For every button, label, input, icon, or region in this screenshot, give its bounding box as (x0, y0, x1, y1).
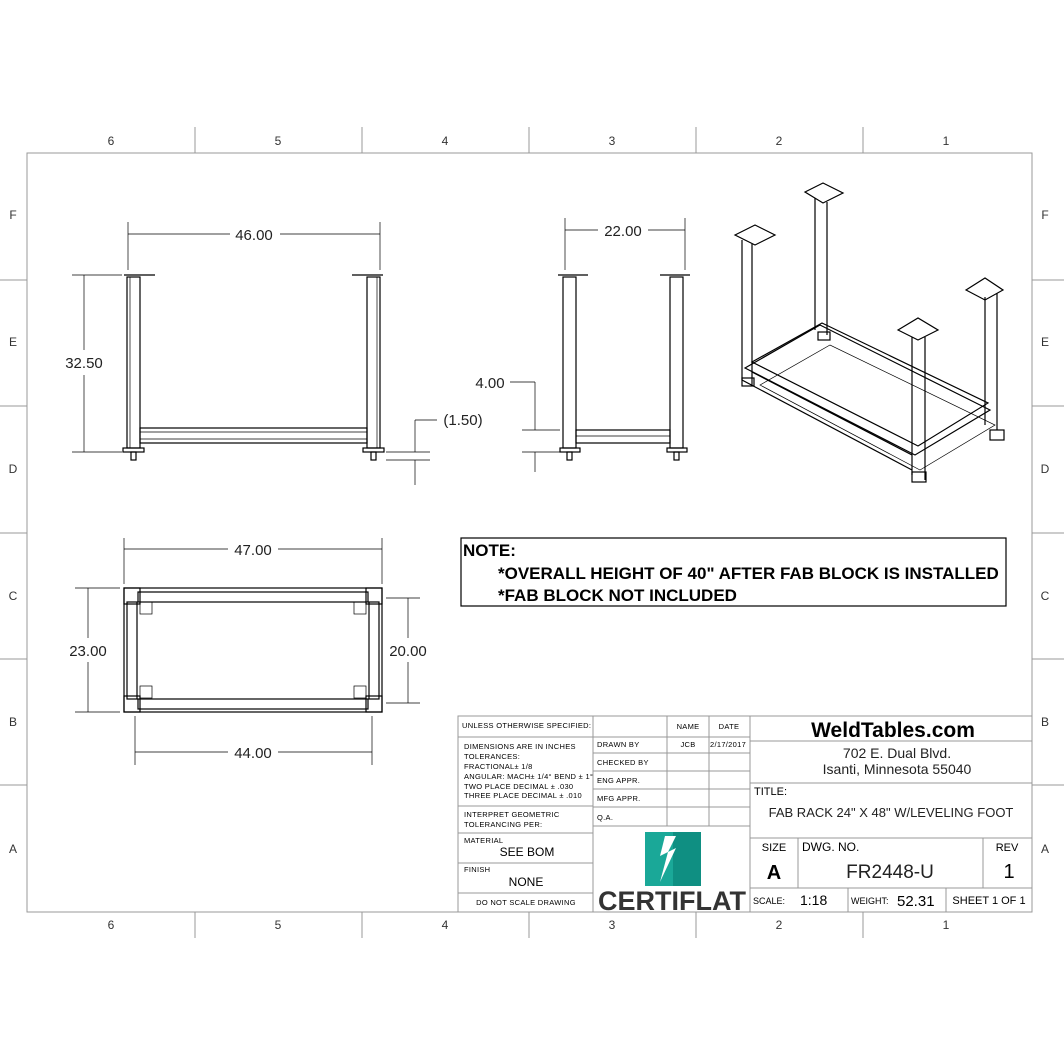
checked-by-label: CHECKED BY (597, 758, 649, 767)
drawn-by-label: DRAWN BY (597, 740, 640, 749)
eng-appr-label: ENG APPR. (597, 776, 640, 785)
column-label: 1 (943, 918, 950, 932)
column-label: 5 (275, 918, 282, 932)
unless-specified: UNLESS OTHERWISE SPECIFIED: (462, 721, 591, 730)
dimension-47: 47.00 (234, 542, 272, 559)
dimension-46: 46.00 (235, 227, 273, 244)
note-heading: NOTE: (463, 541, 516, 560)
sheet-number: SHEET 1 OF 1 (952, 895, 1025, 907)
row-label: C (1041, 589, 1050, 603)
isometric-view (733, 182, 1005, 483)
top-view: 47.00 44.00 23.00 20.00 (69, 538, 427, 765)
dwg-no-label: DWG. NO. (802, 840, 859, 854)
title-block: UNLESS OTHERWISE SPECIFIED: DIMENSIONS A… (457, 715, 1033, 916)
note-line: *FAB BLOCK NOT INCLUDED (498, 586, 737, 605)
drawn-by-value: JCB (680, 740, 695, 749)
row-label: B (9, 715, 17, 729)
dimension-32-50: 32.50 (65, 355, 103, 372)
logo-text: CERTIFLAT (598, 886, 746, 916)
row-label: D (1041, 462, 1050, 476)
column-label: 4 (442, 918, 449, 932)
title-label: TITLE: (754, 786, 787, 798)
dimension-44: 44.00 (234, 745, 272, 762)
rev-value: 1 (1003, 861, 1014, 883)
side-view: 22.00 4.00 (475, 218, 690, 472)
name-header: NAME (677, 722, 700, 731)
qa-label: Q.A. (597, 813, 613, 822)
column-label: 6 (108, 134, 115, 148)
tolerance-line: DIMENSIONS ARE IN INCHES (464, 742, 576, 751)
certiflat-logo: CERTIFLAT (598, 832, 746, 916)
row-label: E (9, 335, 17, 349)
tolerance-line: THREE PLACE DECIMAL ± .010 (464, 791, 582, 800)
zone-labels: 6 5 4 3 2 1 6 5 4 3 2 1 F E D C B A F E … (9, 134, 1050, 932)
row-label: B (1041, 715, 1049, 729)
zone-dividers (0, 127, 1064, 938)
finish-label: FINISH (464, 865, 490, 874)
tolerance-line: TWO PLACE DECIMAL ± .030 (464, 782, 573, 791)
tolerance-line: FRACTIONAL± 1/8 (464, 762, 533, 771)
note-box: NOTE: *OVERALL HEIGHT OF 40" AFTER FAB B… (460, 537, 1007, 607)
interpret-line: INTERPRET GEOMETRIC (464, 810, 560, 819)
dwg-no-value: FR2448-U (846, 862, 934, 883)
row-label: D (9, 462, 18, 476)
column-label: 5 (275, 134, 282, 148)
scale-value: 1:18 (800, 892, 827, 908)
interpret-line: TOLERANCING PER: (464, 820, 542, 829)
row-label: E (1041, 335, 1049, 349)
dimension-20: 20.00 (389, 643, 427, 660)
finish-value: NONE (509, 875, 544, 889)
size-value: A (767, 862, 781, 884)
dimension-4: 4.00 (475, 375, 504, 392)
drawing-title: FAB RACK 24" X 48" W/LEVELING FOOT (769, 805, 1014, 820)
column-label: 4 (442, 134, 449, 148)
company-name: WeldTables.com (811, 719, 975, 742)
tolerance-line: TOLERANCES: (464, 752, 520, 761)
scale-label: SCALE: (753, 896, 785, 906)
material-label: MATERIAL (464, 836, 503, 845)
size-label: SIZE (762, 842, 786, 854)
column-label: 2 (776, 134, 783, 148)
front-view: 46.00 32.50 (1.50) (65, 222, 483, 485)
row-label: A (9, 842, 17, 856)
material-value: SEE BOM (500, 845, 555, 859)
row-label: A (1041, 842, 1049, 856)
row-label: F (1041, 208, 1048, 222)
weight-value: 52.31 (897, 893, 935, 910)
row-label: F (9, 208, 16, 222)
do-not-scale-note: DO NOT SCALE DRAWING (476, 898, 576, 907)
column-label: 3 (609, 134, 616, 148)
drawn-date: 2/17/2017 (710, 740, 746, 749)
row-label: C (9, 589, 18, 603)
column-label: 3 (609, 918, 616, 932)
address-line: 702 E. Dual Blvd. (843, 745, 951, 761)
dimension-1-50: (1.50) (443, 412, 482, 429)
column-label: 2 (776, 918, 783, 932)
rev-label: REV (996, 842, 1019, 854)
date-header: DATE (719, 722, 740, 731)
mfg-appr-label: MFG APPR. (597, 794, 641, 803)
column-label: 1 (943, 134, 950, 148)
weight-label: WEIGHT: (851, 896, 889, 906)
dimension-23: 23.00 (69, 643, 107, 660)
note-line: *OVERALL HEIGHT OF 40" AFTER FAB BLOCK I… (498, 564, 999, 583)
tolerance-line: ANGULAR: MACH± 1/4° BEND ± 1° (464, 772, 593, 781)
column-label: 6 (108, 918, 115, 932)
address-line: Isanti, Minnesota 55040 (823, 761, 972, 777)
dimension-22: 22.00 (604, 223, 642, 240)
